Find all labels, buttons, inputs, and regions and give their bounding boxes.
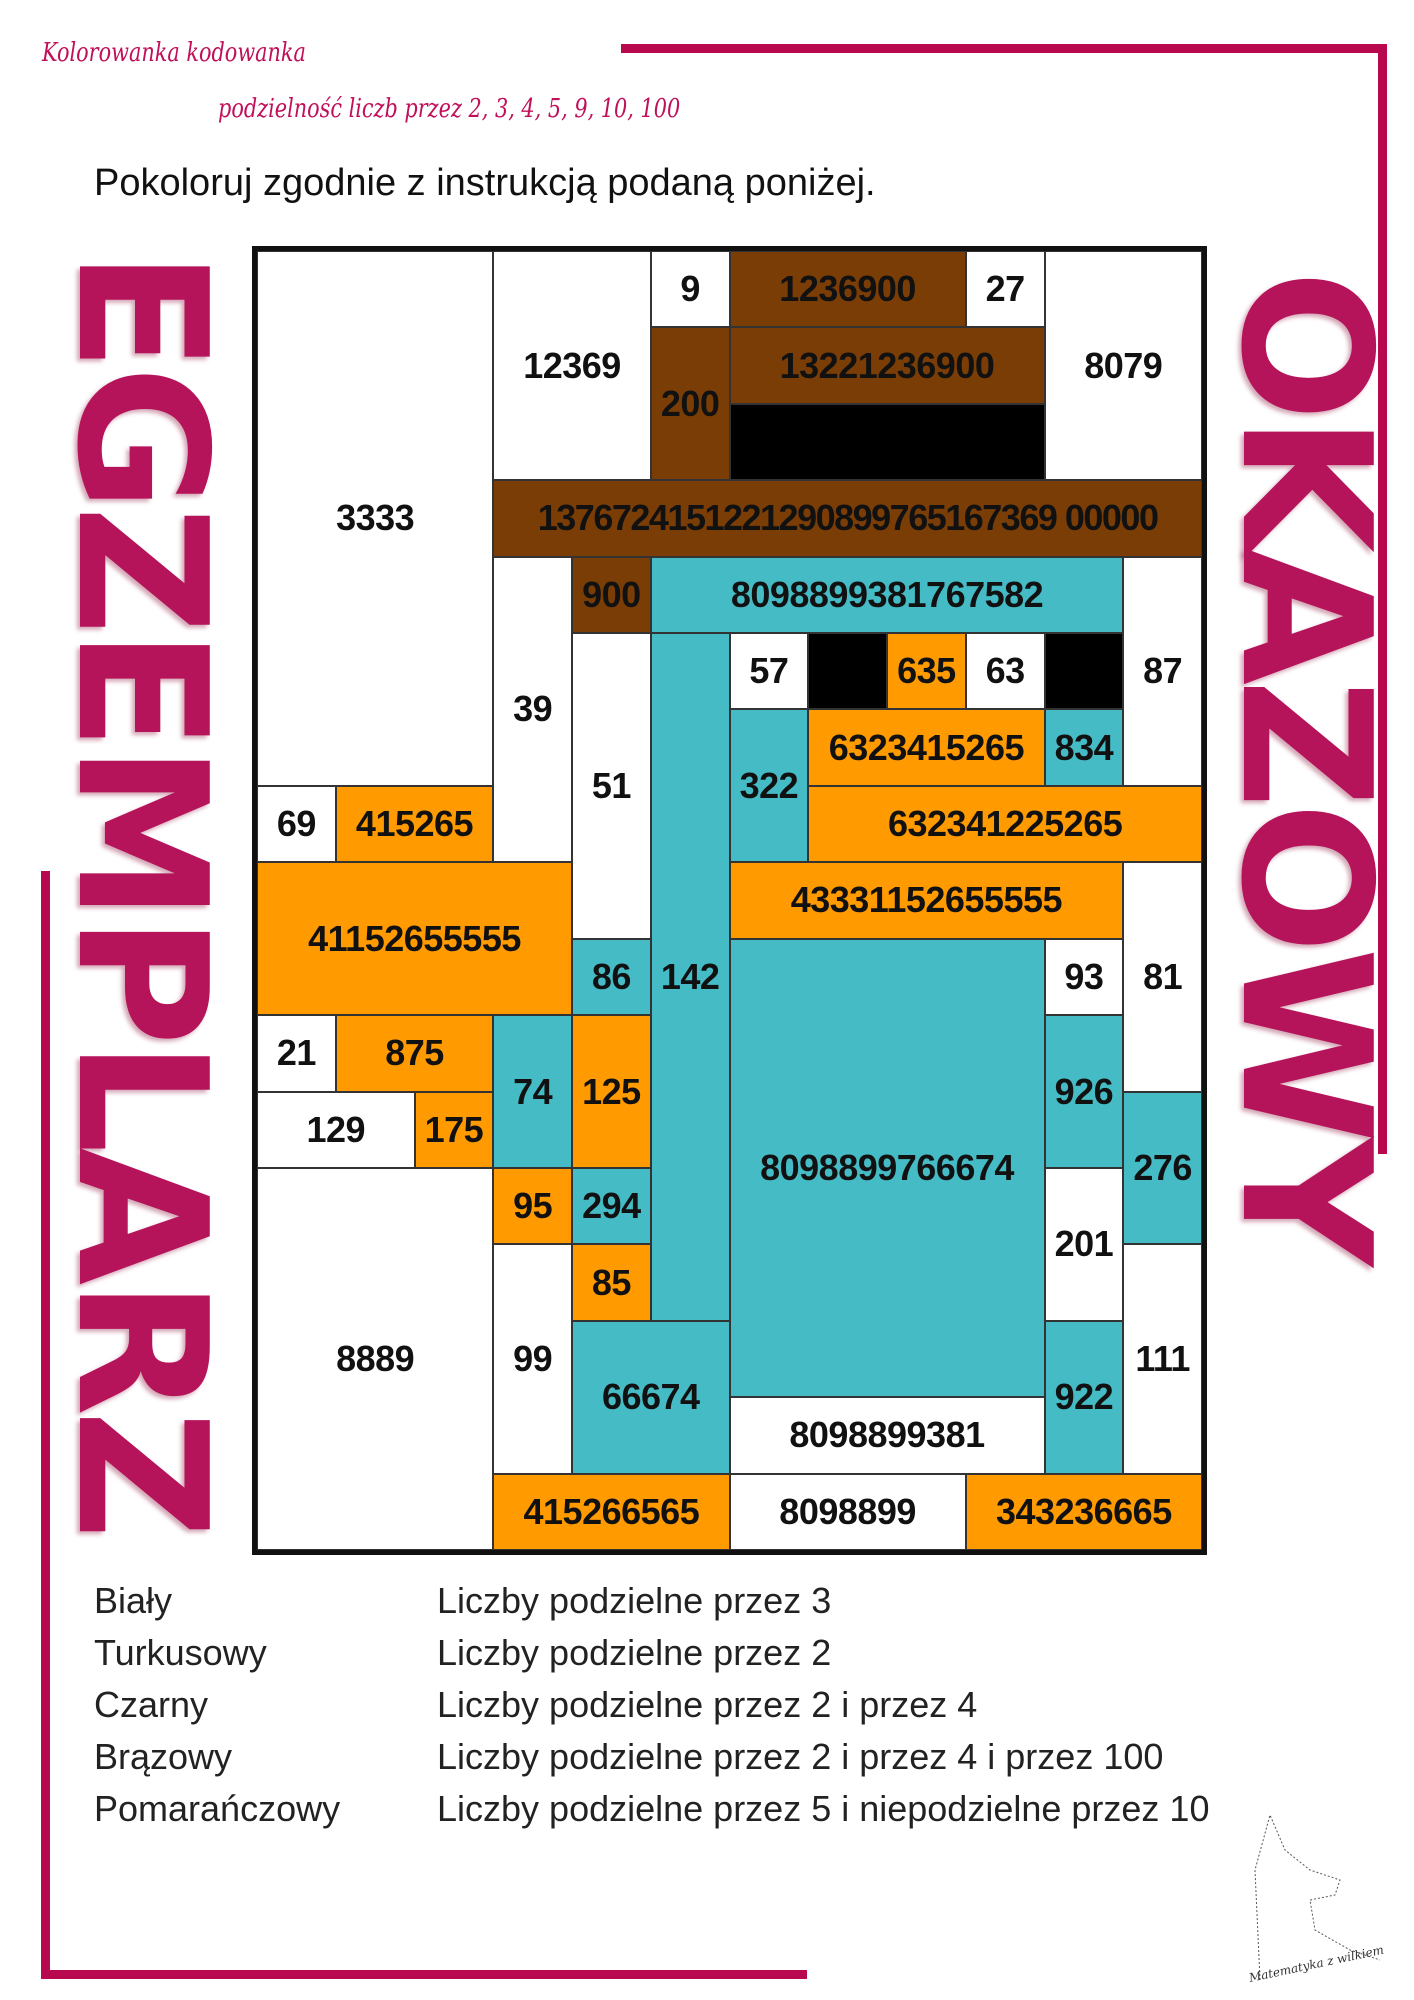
legend-rule: Liczby podzielne przez 2 — [437, 1632, 832, 1673]
frame-right-line — [1378, 44, 1387, 1154]
grid-cell-orange: 632341225265 — [808, 785, 1202, 863]
frame-top-line — [621, 44, 1386, 53]
grid-cell-teal: 834 — [1044, 709, 1124, 786]
grid-cell-white: 63 — [965, 633, 1045, 710]
grid-cell-orange: 95 — [493, 1167, 572, 1245]
legend-rule: Liczby podzielne przez 2 i przez 4 — [437, 1684, 978, 1725]
grid-cell-orange: 875 — [335, 1015, 494, 1092]
grid-cell-orange: 175 — [414, 1091, 494, 1168]
legend-rule: Liczby podzielne przez 3 — [437, 1580, 832, 1621]
grid-cell-white: 51 — [572, 633, 651, 939]
wolf-logo-icon: Matematyka z wilkiem — [1247, 1813, 1385, 1985]
grid-cell-teal: 74 — [493, 1015, 572, 1168]
grid-cell-teal: 66674 — [572, 1320, 730, 1474]
grid-cell-white: 99 — [493, 1244, 572, 1474]
grid-cell-orange: 6323415265 — [808, 709, 1045, 786]
grid-cell-orange: 41152655555 — [257, 862, 572, 1016]
frame-bottom-line — [41, 1970, 807, 1979]
grid-cell-white: 87 — [1123, 556, 1202, 786]
grid-cell-white: 8889 — [257, 1167, 494, 1550]
grid-cell-teal: 8098899381767582 — [650, 556, 1124, 634]
instruction-text: Pokoloruj zgodnie z instrukcją podaną po… — [94, 162, 876, 204]
grid-cell-teal: 922 — [1044, 1320, 1124, 1474]
svg-text:Matematyka z wilkiem: Matematyka z wilkiem — [1247, 1943, 1385, 1985]
worksheet-title: Kolorowanka kodowanka — [42, 38, 306, 68]
grid-cell-white: 93 — [1044, 938, 1124, 1016]
grid-cell-teal: 926 — [1044, 1015, 1124, 1168]
legend-color-name: Czarny — [94, 1684, 209, 1725]
grid-cell-orange: 125 — [572, 1015, 651, 1168]
legend-rule: Liczby podzielne przez 2 i przez 4 i prz… — [437, 1736, 1164, 1777]
frame-left-line — [41, 871, 50, 1979]
grid-cell-orange: 415265 — [335, 785, 494, 863]
grid-cell-white: 8098899381 — [729, 1397, 1045, 1474]
grid-cell-brown: 900 — [572, 556, 651, 634]
legend-color-name: Brązowy — [94, 1736, 233, 1777]
grid-cell-orange: 85 — [572, 1244, 651, 1321]
grid-cell-teal: 86 — [572, 938, 651, 1016]
grid-cell-brown: 1376724151221290899765167369 00000 — [493, 480, 1202, 557]
grid-cell-white: 129 — [257, 1091, 415, 1168]
grid-cell-black — [808, 633, 887, 710]
grid-cell-white: 8079 — [1044, 251, 1202, 481]
grid-cell-white: 201 — [1044, 1167, 1124, 1321]
grid-cell-brown: 200 — [650, 327, 730, 481]
grid-cell-teal: 142 — [650, 633, 730, 1321]
grid-cell-white: 3333 — [257, 251, 494, 786]
grid-cell-white: 8098899 — [729, 1473, 966, 1550]
grid-cell-orange: 635 — [887, 633, 966, 710]
grid-cell-orange: 343236665 — [965, 1473, 1202, 1550]
grid-cell-white: 57 — [729, 633, 809, 710]
grid-cell-orange: 415266565 — [493, 1473, 730, 1550]
grid-cell-white: 39 — [493, 556, 572, 863]
grid-cell-white: 12369 — [493, 251, 651, 481]
grid-cell-black — [729, 403, 1045, 481]
grid-cell-orange: 43331152655555 — [729, 862, 1124, 939]
legend-color-name: Turkusowy — [94, 1632, 267, 1673]
grid-cell-black — [1044, 633, 1124, 710]
legend-color-name: Biały — [94, 1580, 173, 1621]
watermark-line2: OKAZOWY — [1202, 270, 1409, 1261]
grid-cell-white: 111 — [1123, 1244, 1202, 1474]
grid-cell-white: 9 — [650, 251, 730, 328]
watermark-line1: EGZEMPLARZ — [38, 250, 245, 1534]
grid-cell-teal: 276 — [1123, 1091, 1202, 1245]
grid-cell-white: 27 — [965, 251, 1045, 328]
worksheet-subtitle: podzielność liczb przez 2, 3, 4, 5, 9, 1… — [218, 94, 681, 124]
grid-cell-white: 81 — [1123, 862, 1202, 1092]
grid-cell-white: 69 — [257, 785, 336, 863]
legend-rule: Liczby podzielne przez 5 i niepodzielne … — [437, 1788, 1210, 1829]
grid-cell-brown: 1236900 — [729, 251, 966, 328]
legend-color-name: Pomarańczowy — [94, 1788, 341, 1829]
grid-cell-white: 21 — [257, 1015, 336, 1092]
grid-cell-teal: 322 — [729, 709, 809, 863]
grid-cell-teal: 8098899766674 — [729, 938, 1045, 1398]
grid-cell-brown: 13221236900 — [729, 327, 1045, 404]
grid-cell-teal: 294 — [572, 1167, 651, 1245]
